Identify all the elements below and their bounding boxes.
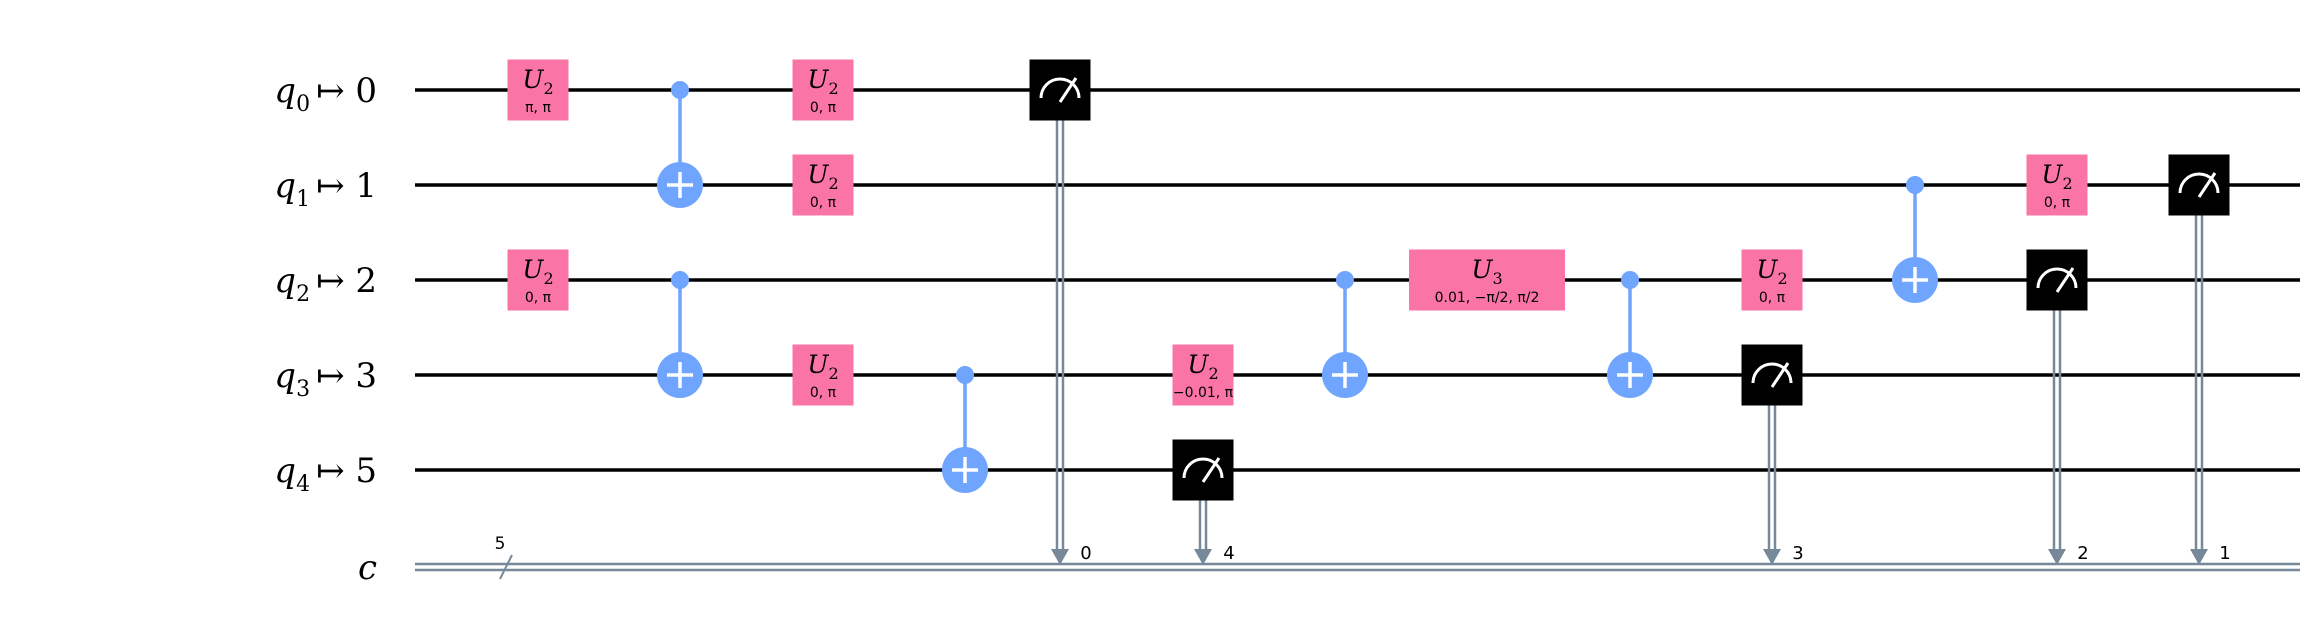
cx-control-dot bbox=[1336, 271, 1354, 289]
u-gate-label: U2 bbox=[1756, 255, 1787, 288]
u-gate-params: 0, π bbox=[810, 385, 837, 401]
meter-icon bbox=[1039, 77, 1081, 99]
u-gate-params: 0, π bbox=[525, 290, 552, 306]
u-gate-box bbox=[792, 59, 854, 121]
qubit-label-0: q0↦ 0 bbox=[274, 71, 377, 117]
u-gate-box bbox=[792, 154, 854, 216]
u-gate-params: 0, π bbox=[810, 195, 837, 211]
measure-box bbox=[2168, 154, 2230, 216]
u-gate-box bbox=[1172, 344, 1234, 406]
u-gate-label: U2 bbox=[522, 65, 553, 98]
measure-box bbox=[1741, 344, 1803, 406]
u-gate: U2 0, π bbox=[1741, 249, 1803, 311]
measure-clbit-label: 0 bbox=[1080, 543, 1091, 564]
measure-clbit-label: 2 bbox=[2077, 543, 2088, 564]
cx-gate bbox=[942, 366, 988, 493]
u-gate: U2 0, π bbox=[792, 154, 854, 216]
meter-icon bbox=[1182, 457, 1224, 479]
u-gate-label: U2 bbox=[807, 350, 838, 383]
u-gate-box bbox=[507, 249, 569, 311]
classical-bus-size: 5 bbox=[495, 534, 506, 554]
u-gate: U2 0, π bbox=[2026, 154, 2088, 216]
u-gate-box bbox=[1741, 249, 1803, 311]
meter-needle-icon bbox=[2055, 267, 2075, 293]
u-gate-box bbox=[2026, 154, 2088, 216]
u-gate-params: 0, π bbox=[1759, 290, 1786, 306]
measure-gate: 1 bbox=[2168, 154, 2231, 565]
meter-needle-icon bbox=[2197, 172, 2217, 198]
qubit-label-2: q2↦ 2 bbox=[274, 261, 377, 307]
classical-register-label: c bbox=[358, 548, 377, 588]
u-gate-label: U3 bbox=[1471, 255, 1502, 288]
measure-box bbox=[1172, 439, 1234, 501]
u-gate: U2 −0.01, π bbox=[1172, 344, 1234, 406]
cx-gate bbox=[1322, 271, 1368, 398]
measure-gate: 3 bbox=[1741, 344, 1804, 565]
cx-gate bbox=[1607, 271, 1653, 398]
cx-control-dot bbox=[671, 271, 689, 289]
cx-gate bbox=[657, 81, 703, 208]
measure-arrow bbox=[2048, 549, 2066, 565]
u-gate-params: π, π bbox=[525, 100, 551, 116]
cx-gate bbox=[657, 271, 703, 398]
u-gate-params: 0, π bbox=[2044, 195, 2071, 211]
measure-gate: 0 bbox=[1029, 59, 1092, 565]
cx-gate bbox=[1892, 176, 1938, 303]
u-gate: U2 0, π bbox=[792, 344, 854, 406]
measure-clbit-label: 3 bbox=[1792, 543, 1803, 564]
u-gate-params: 0.01, −π/2, π/2 bbox=[1435, 290, 1540, 306]
measure-clbit-label: 1 bbox=[2219, 543, 2230, 564]
qubit-label-4: q4↦ 5 bbox=[274, 451, 377, 497]
qubit-label-3: q3↦ 3 bbox=[274, 356, 377, 402]
u-gate-label: U2 bbox=[522, 255, 553, 288]
meter-needle-icon bbox=[1058, 77, 1078, 103]
classical-bus-slash bbox=[499, 554, 513, 580]
measure-arrow bbox=[1763, 549, 1781, 565]
measure-arrow bbox=[1194, 549, 1212, 565]
cx-control-dot bbox=[1621, 271, 1639, 289]
u-gate: U2 π, π bbox=[507, 59, 569, 121]
u-gate-params: −0.01, π bbox=[1173, 385, 1234, 401]
measure-box bbox=[1029, 59, 1091, 121]
meter-needle-icon bbox=[1770, 362, 1790, 388]
u-gate-box bbox=[792, 344, 854, 406]
meter-icon bbox=[2036, 267, 2078, 289]
u-gate: U2 0, π bbox=[507, 249, 569, 311]
u-gate-label: U2 bbox=[2041, 160, 2072, 193]
measure-gate: 2 bbox=[2026, 249, 2089, 565]
meter-icon bbox=[2178, 172, 2220, 194]
u-gate-label: U2 bbox=[807, 160, 838, 193]
qubit-label-1: q1↦ 1 bbox=[274, 166, 377, 212]
u-gate-label: U2 bbox=[1187, 350, 1218, 383]
u-gate: U2 0, π bbox=[792, 59, 854, 121]
u-gate-box bbox=[1409, 249, 1565, 311]
measure-box bbox=[2026, 249, 2088, 311]
measure-arrow bbox=[2190, 549, 2208, 565]
meter-icon bbox=[1751, 362, 1793, 384]
measure-arrow bbox=[1051, 549, 1069, 565]
u-gate-label: U2 bbox=[807, 65, 838, 98]
cx-control-dot bbox=[671, 81, 689, 99]
measure-clbit-label: 4 bbox=[1223, 543, 1234, 564]
cx-control-dot bbox=[1906, 176, 1924, 194]
u-gate-params: 0, π bbox=[810, 100, 837, 116]
meter-needle-icon bbox=[1201, 457, 1221, 483]
u-gate-box bbox=[507, 59, 569, 121]
cx-control-dot bbox=[956, 366, 974, 384]
u-gate: U3 0.01, −π/2, π/2 bbox=[1409, 249, 1565, 311]
measure-gate: 4 bbox=[1172, 439, 1235, 565]
